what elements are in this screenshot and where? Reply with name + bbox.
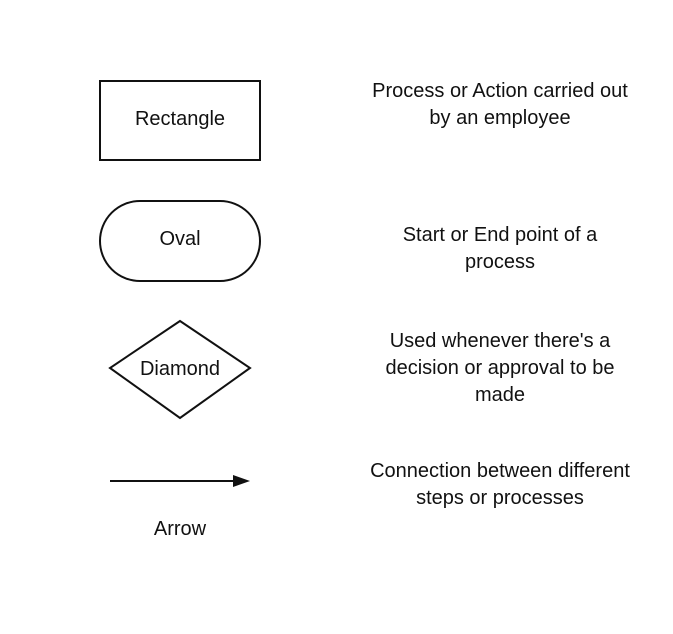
arrow-description: Connection between different steps or pr… bbox=[370, 460, 630, 509]
rectangle-description: Process or Action carried out by an empl… bbox=[372, 80, 628, 129]
oval-description: Start or End point of a process bbox=[402, 224, 598, 273]
rectangle-shape bbox=[99, 80, 261, 161]
diamond-label: Diamond bbox=[139, 358, 221, 380]
arrow-label: Arrow bbox=[153, 518, 207, 540]
oval-shape bbox=[99, 200, 261, 282]
diamond-shape bbox=[108, 319, 252, 420]
arrow-head bbox=[233, 475, 250, 487]
rectangle-label: Rectangle bbox=[134, 108, 226, 130]
diamond-description: Used whenever there's a decision or appr… bbox=[385, 330, 615, 406]
oval-label: Oval bbox=[159, 228, 201, 250]
